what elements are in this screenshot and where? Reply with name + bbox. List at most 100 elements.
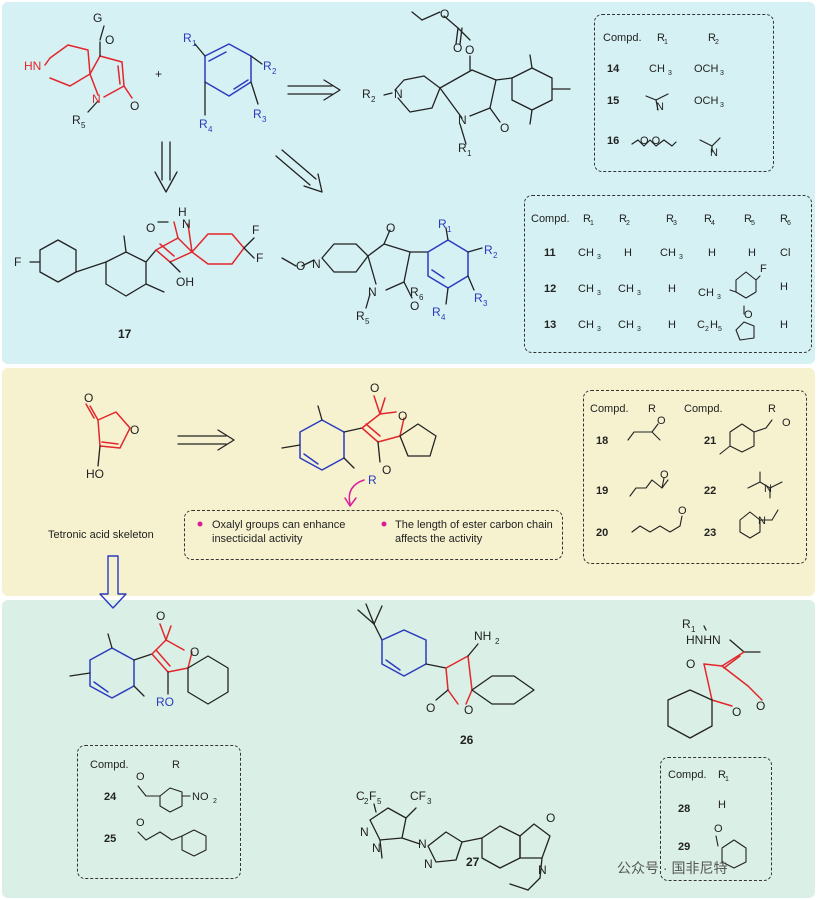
r1-value: CH <box>649 63 665 75</box>
table-18-23-box <box>583 390 807 564</box>
atom-n: N <box>418 837 427 851</box>
cell: O <box>744 309 753 321</box>
r3-label: R <box>474 291 483 305</box>
atom-n: N <box>764 483 772 495</box>
r1-label: R <box>183 31 192 45</box>
compound-17-structure <box>29 235 165 297</box>
cell: CH <box>618 283 634 295</box>
cell: H <box>748 247 756 259</box>
compound-id: 22 <box>704 485 716 497</box>
cell: C <box>697 319 705 331</box>
atom-o: O <box>782 417 791 429</box>
atom-f: F <box>14 255 21 269</box>
n-label: N <box>92 92 101 106</box>
col-header: Compd. <box>590 403 629 415</box>
cf3-sub: 3 <box>427 797 432 806</box>
atom-n: N <box>182 217 191 231</box>
o-label: O <box>105 33 114 47</box>
col-header-sub: 2 <box>715 39 719 46</box>
col-header: R <box>768 403 776 415</box>
atom-n: N <box>538 863 547 877</box>
atom-o: O <box>453 41 462 55</box>
atom-o: O <box>410 299 419 313</box>
atom-n: N <box>372 841 381 855</box>
atom-n: N <box>394 87 403 101</box>
cell: CH <box>578 247 594 259</box>
cell-sub: 3 <box>637 290 641 297</box>
atom-o: O <box>756 699 765 713</box>
atom-n: N <box>368 285 377 299</box>
r5-sub: 5 <box>81 121 86 130</box>
cell: H <box>708 247 716 259</box>
notes-box <box>184 510 563 560</box>
plus-sign: + <box>155 67 162 81</box>
col-header: R <box>648 403 656 415</box>
table-11-13: Compd. R 1 R 2 R 3 R 4 R 5 R 6 11 CH 3 H… <box>531 213 791 333</box>
col-header-sub: 1 <box>590 220 594 227</box>
col-header: R <box>666 213 674 225</box>
atom-o: O <box>464 703 473 717</box>
compound-id: 12 <box>544 283 556 295</box>
r4-sub: 4 <box>441 313 446 322</box>
compound-28-29-structure <box>703 625 761 653</box>
compound-26-structure <box>357 603 383 641</box>
compound-id: 25 <box>104 833 116 845</box>
r1-label: R <box>438 217 447 231</box>
r2-sub: 2 <box>272 67 277 76</box>
compound-27-label: 27 <box>466 855 480 869</box>
atom-ho: HO <box>86 467 104 481</box>
r1-sub: 1 <box>691 625 696 634</box>
c2f5-c: C <box>356 789 365 803</box>
r2-sub: 2 <box>493 251 498 260</box>
nitro-sub: 2 <box>213 798 217 805</box>
hn-label: HN <box>24 59 41 73</box>
atom-o: O <box>84 391 93 405</box>
cell: H <box>710 319 718 331</box>
atom-o: O <box>686 657 695 671</box>
table-14-16-box <box>594 14 774 172</box>
atom-o: O <box>398 409 407 423</box>
r1-sub: 3 <box>668 70 672 77</box>
col-header: R <box>657 32 665 44</box>
r2-sub: 3 <box>720 70 724 77</box>
cell: H <box>624 247 632 259</box>
col-header-sub: 4 <box>711 220 715 227</box>
compound-11-13-structure <box>281 229 429 309</box>
table-28-29: Compd. R 1 28 H 29 O <box>668 769 729 853</box>
atom-n: N <box>312 257 321 271</box>
tetronic-acid-structure <box>85 403 131 449</box>
c2f5-sub: 5 <box>377 797 382 806</box>
atom-o: O <box>156 609 165 623</box>
watermark: 公众号 · 国非尼特 <box>617 860 728 876</box>
r1-sub: 1 <box>192 39 197 48</box>
atom-h: H <box>178 205 187 219</box>
table-18-23: Compd. R Compd. R 18 21 19 22 20 23 <box>590 403 776 539</box>
compound-id: 28 <box>678 803 690 815</box>
r5-label: R <box>356 309 365 323</box>
col-header: R <box>708 32 716 44</box>
r2-label: R <box>263 59 272 73</box>
atom-f: F <box>256 251 263 265</box>
r-value: O <box>714 823 723 835</box>
arrow-right-1 <box>287 79 341 101</box>
compound-17-label: 17 <box>118 327 132 341</box>
atom-n: N <box>458 113 467 127</box>
r2-sub: 3 <box>720 102 724 109</box>
cell: H <box>780 281 788 293</box>
r3-sub: 3 <box>483 299 488 308</box>
r5-sub: 5 <box>365 317 370 326</box>
panel-tetronic-acids <box>2 368 815 596</box>
compound-id: 13 <box>544 319 556 331</box>
compound-id: 24 <box>104 791 117 803</box>
r3-sub: 3 <box>262 115 267 124</box>
cell-sub: 2 <box>705 326 709 333</box>
atom-o: O <box>440 7 449 21</box>
cell: CH <box>578 283 594 295</box>
nh2-sub: 2 <box>495 637 500 646</box>
compound-id: 29 <box>678 841 690 853</box>
atom-n: N <box>758 515 766 527</box>
cell: H <box>780 319 788 331</box>
o-label: O <box>130 99 139 113</box>
col-header-sub: 6 <box>787 220 791 227</box>
